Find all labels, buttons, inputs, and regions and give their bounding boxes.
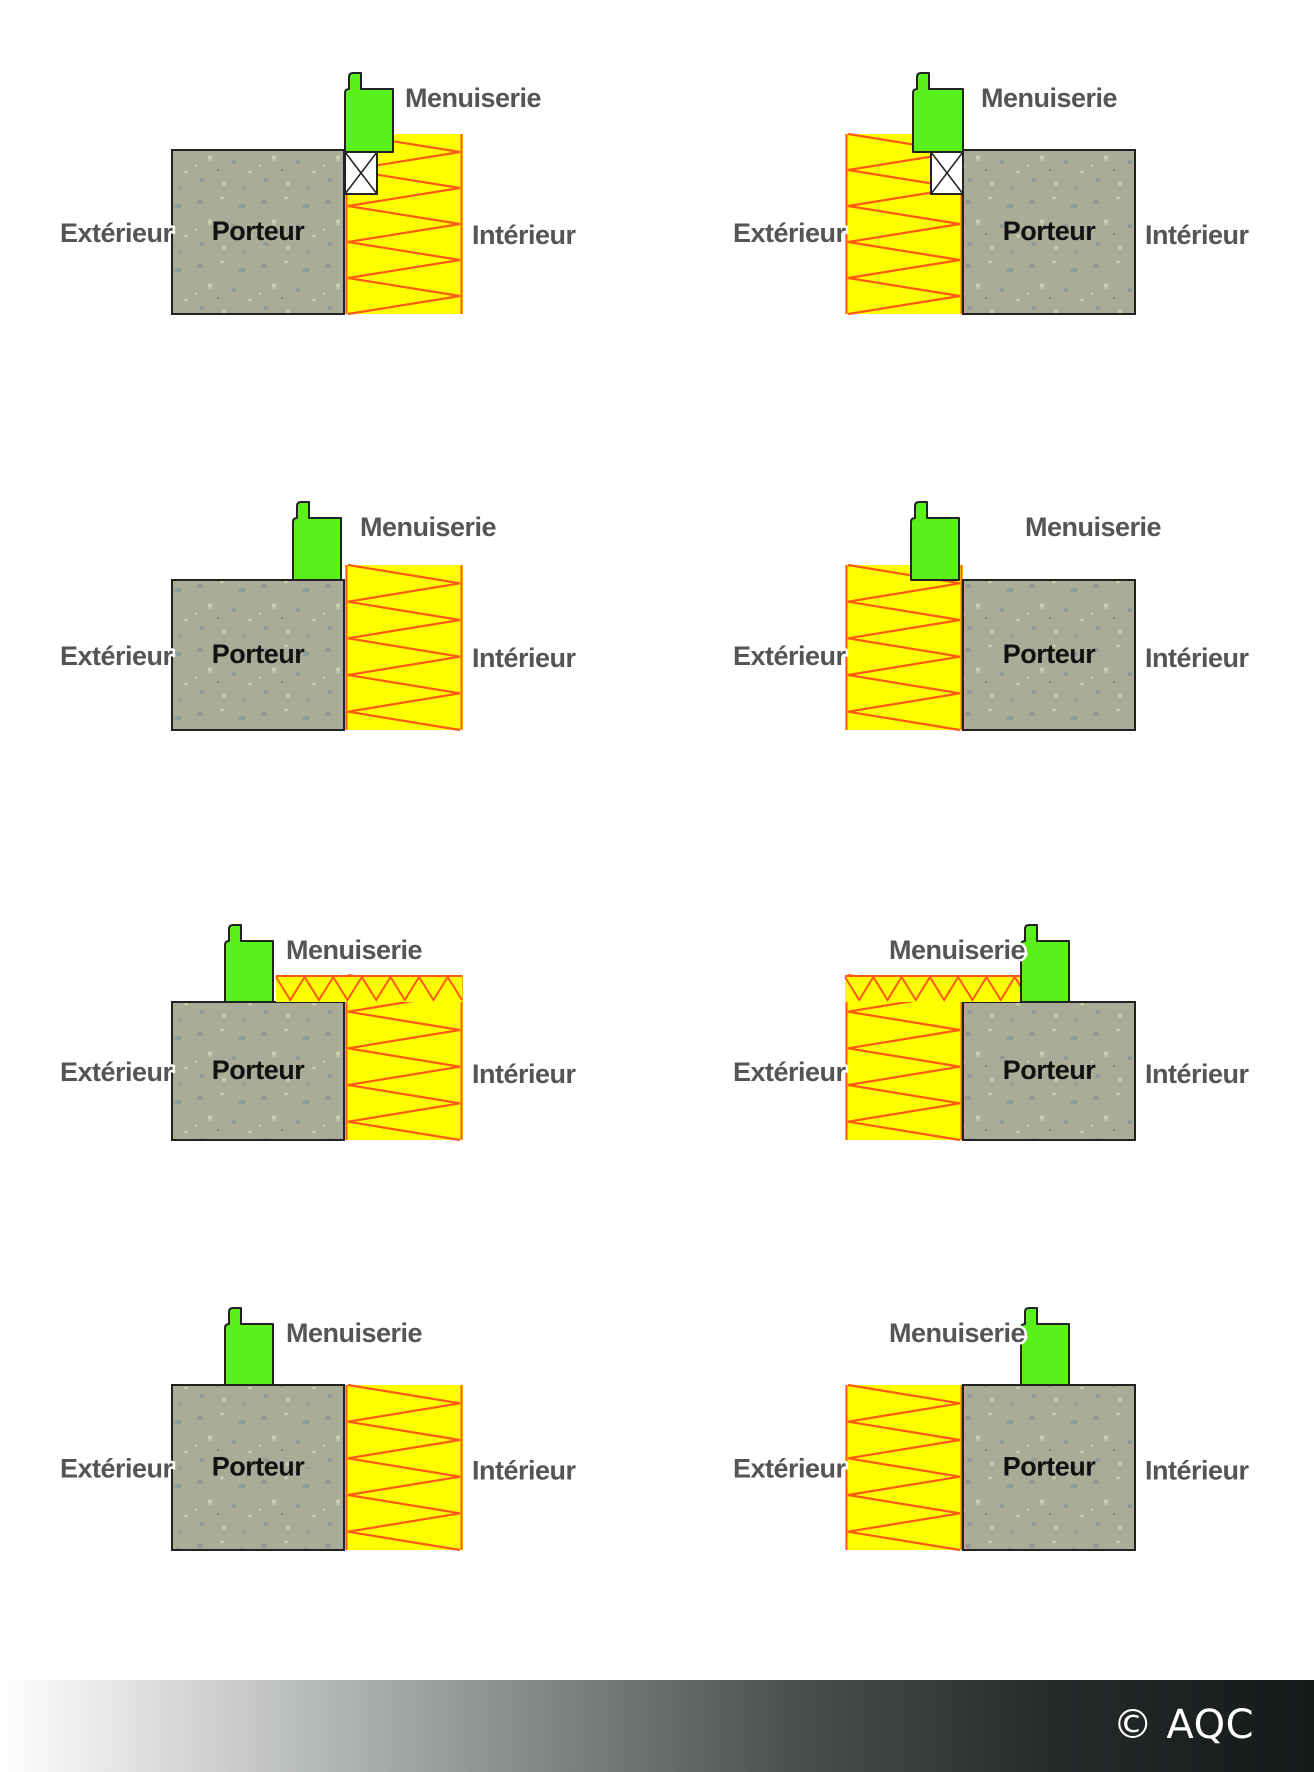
interior-label: Intérieur [1145,1059,1250,1089]
window-frame [224,924,274,1003]
load-bearing-wall [962,579,1136,731]
window-frame [344,72,394,153]
window-frame [910,501,960,581]
spacer-block [930,151,964,195]
joinery-label: Menuiserie [360,512,497,542]
load-bearing-label: Porteur [212,216,306,246]
load-bearing-label: Porteur [212,639,306,669]
interior-label: Intérieur [1145,1456,1250,1486]
joinery-label: Menuiserie [889,935,1026,965]
joinery-label: Menuiserie [1025,512,1162,542]
interior-label: Intérieur [472,1456,577,1486]
load-bearing-label: Porteur [1003,639,1097,669]
load-bearing-wall [171,1001,345,1141]
load-bearing-wall [171,579,345,731]
detail-diagram-6: Extérieur Intérieur Porteur Menuiserie [731,924,1253,1142]
insulation-layer [345,563,463,732]
interior-label: Intérieur [1145,220,1250,250]
window-frame [912,72,964,153]
return-insulation [275,975,463,1002]
load-bearing-wall [962,1384,1136,1551]
exterior-label: Extérieur [60,1454,174,1484]
interior-label: Intérieur [472,220,577,250]
detail-diagram-4: Extérieur Intérieur Porteur Menuiserie [731,501,1253,732]
interior-label: Intérieur [472,643,577,673]
insulation-layer [845,973,963,1142]
exterior-label: Extérieur [733,1454,847,1484]
exterior-label: Extérieur [733,1057,847,1087]
spacer-block [344,151,378,195]
exterior-label: Extérieur [60,218,174,248]
exterior-label: Extérieur [60,641,174,671]
load-bearing-wall [962,149,1136,315]
load-bearing-wall [171,1384,345,1551]
joinery-label: Menuiserie [405,83,542,113]
return-insulation [844,975,1030,1002]
load-bearing-wall [171,149,345,315]
copyright-text: © AQC [1112,1702,1254,1748]
detail-diagram-1: Extérieur Intérieur Porteur Menuiserie [58,72,580,316]
load-bearing-label: Porteur [1003,216,1097,246]
window-frame [1020,1307,1070,1386]
interior-label: Intérieur [472,1059,577,1089]
detail-diagram-3: Extérieur Intérieur Porteur Menuiserie [58,501,580,732]
joinery-label: Menuiserie [286,1318,423,1348]
load-bearing-wall [962,1001,1136,1141]
window-frame [292,501,342,581]
joinery-label: Menuiserie [889,1318,1026,1348]
window-frame [224,1307,274,1386]
insulation-layer [845,1383,963,1552]
exterior-label: Extérieur [733,641,847,671]
interior-label: Intérieur [1145,643,1250,673]
joinery-label: Menuiserie [286,935,423,965]
joinery-label: Menuiserie [981,83,1118,113]
insulation-layer [345,973,463,1142]
exterior-label: Extérieur [733,218,847,248]
detail-diagram-7: Extérieur Intérieur Porteur Menuiserie [58,1307,580,1552]
insulation-layer [345,1383,463,1552]
detail-diagram-5: Extérieur Intérieur Porteur Menuiserie [58,924,580,1142]
detail-diagram-8: Extérieur Intérieur Porteur Menuiserie [731,1307,1253,1552]
load-bearing-label: Porteur [1003,1452,1097,1482]
window-frame [1020,924,1070,1003]
insulation-layer [845,563,963,732]
load-bearing-label: Porteur [212,1055,306,1085]
load-bearing-label: Porteur [1003,1055,1097,1085]
exterior-label: Extérieur [60,1057,174,1087]
load-bearing-label: Porteur [212,1452,306,1482]
detail-diagram-2: Extérieur Intérieur Porteur Menuiserie [731,72,1253,316]
footer-banner: © AQC [0,1680,1314,1772]
